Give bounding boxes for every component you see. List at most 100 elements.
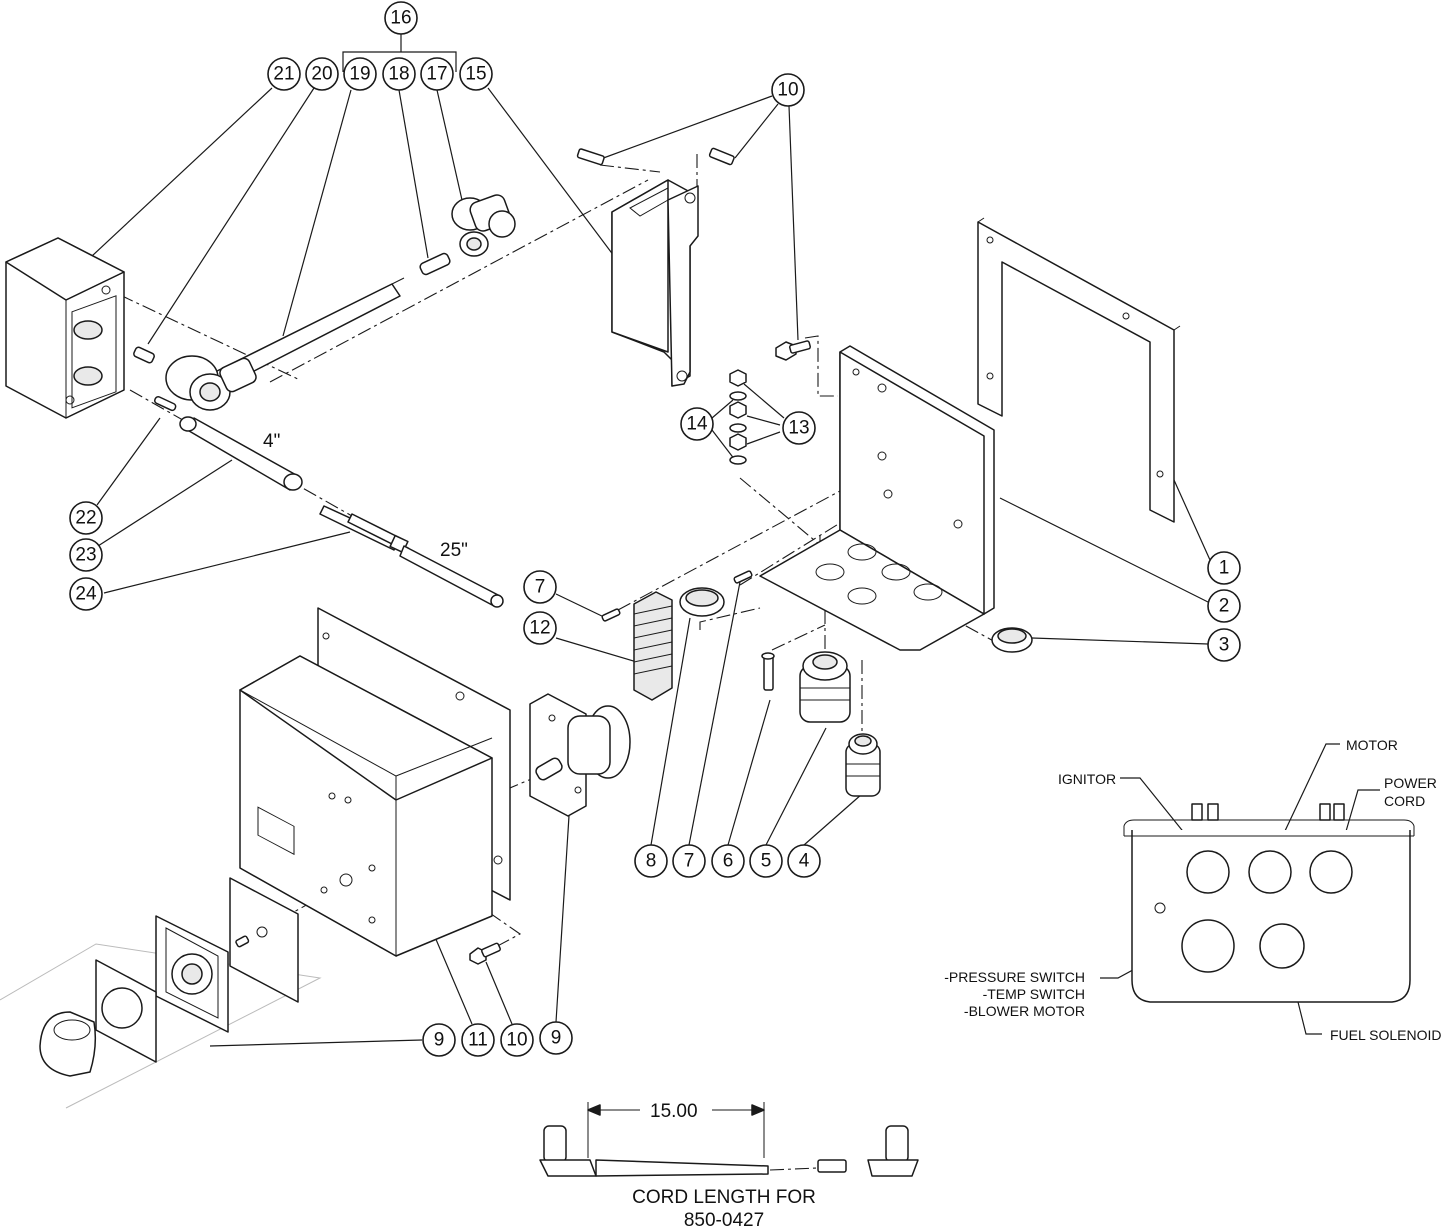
svg-text:13: 13	[788, 418, 809, 439]
svg-text:4: 4	[799, 851, 810, 872]
part-6-screw	[761, 652, 775, 691]
part-12-terminal-strip	[633, 591, 673, 701]
hole-layout-panel	[1123, 803, 1415, 1003]
part-7-screws	[601, 570, 753, 622]
callout-16: 16	[384, 1, 418, 35]
svg-text:24: 24	[75, 584, 97, 605]
svg-text:14: 14	[686, 414, 708, 435]
callout-13: 13	[782, 411, 816, 445]
svg-text:18: 18	[388, 64, 409, 85]
callout-22: 22	[69, 501, 103, 535]
cord-assembly	[539, 1102, 919, 1177]
callout-15: 15	[459, 57, 493, 91]
part-24-rod	[319, 505, 504, 608]
svg-text:11: 11	[468, 1030, 488, 1051]
svg-text:8: 8	[646, 851, 657, 872]
blower-motor-label: -BLOWER MOTOR	[964, 1003, 1085, 1019]
svg-text:7: 7	[684, 851, 695, 872]
part-17-elbow	[451, 194, 516, 257]
callout-19: 19	[343, 57, 377, 91]
callout-14: 14	[680, 407, 714, 441]
svg-text:15: 15	[465, 64, 486, 85]
callout-4: 4	[787, 844, 821, 878]
callout-12: 12	[523, 611, 557, 645]
svg-text:12: 12	[529, 618, 550, 639]
caption-line2: 850-0427	[684, 1210, 764, 1231]
part-22-pin	[153, 395, 177, 412]
callout-20: 20	[305, 57, 339, 91]
part-8-bushing	[679, 587, 725, 617]
svg-text:7: 7	[535, 577, 546, 598]
switch-hole	[1181, 919, 1235, 973]
ignitor-hole	[1186, 850, 1230, 894]
svg-text:6: 6	[723, 851, 734, 872]
callout-9-left: 9	[422, 1023, 456, 1057]
part-13-14-nuts-washers	[729, 369, 747, 465]
ignitor-label: IGNITOR	[1058, 771, 1116, 787]
callout-9-right: 9	[539, 1021, 573, 1055]
callout-7-left: 7	[523, 570, 557, 604]
svg-text:22: 22	[75, 508, 96, 529]
caption-line1: CORD LENGTH FOR	[632, 1187, 816, 1208]
callout-8: 8	[634, 844, 668, 878]
callout-6: 6	[711, 844, 745, 878]
callout-10-top: 10	[771, 73, 805, 107]
power-cord-label-line1: POWER	[1384, 775, 1437, 791]
svg-text:17: 17	[426, 64, 447, 85]
rod-length-label: 25"	[440, 540, 468, 561]
svg-text:3: 3	[1219, 635, 1230, 656]
part-10-bolts	[576, 147, 811, 361]
svg-text:9: 9	[434, 1030, 445, 1051]
power-cord-hole	[1309, 850, 1353, 894]
svg-text:20: 20	[311, 64, 332, 85]
temp-switch-label: -TEMP SWITCH	[983, 986, 1085, 1002]
callout-21: 21	[267, 57, 301, 91]
part-21-junction-box	[5, 237, 125, 419]
knob-plate-assembly	[0, 877, 322, 1109]
part-2-mounting-plate	[759, 345, 995, 651]
part-1-gasket	[977, 217, 1181, 523]
svg-text:10: 10	[777, 80, 798, 101]
fuel-solenoid-label: FUEL SOLENOID	[1330, 1027, 1442, 1043]
part-4-cord-grip	[845, 733, 881, 797]
power-cord-label-line2: CORD	[1384, 793, 1425, 809]
part-10-bottom-bolt	[469, 942, 501, 965]
motor-label: MOTOR	[1346, 737, 1398, 753]
svg-text:2: 2	[1219, 596, 1230, 617]
callout-24: 24	[69, 577, 103, 611]
callout-10-bottom: 10	[500, 1023, 534, 1057]
callout-11: 11	[461, 1023, 495, 1057]
callout-18: 18	[382, 57, 416, 91]
cord-length-dimension: 15.00	[650, 1101, 698, 1122]
part-23-tube	[179, 416, 303, 491]
callout-23: 23	[69, 538, 103, 572]
motor-hole	[1248, 850, 1292, 894]
part-19-elbow-rod	[165, 277, 405, 411]
callout-17: 17	[420, 57, 454, 91]
callout-5: 5	[749, 844, 783, 878]
svg-text:10: 10	[506, 1030, 527, 1051]
svg-text:19: 19	[349, 64, 370, 85]
svg-text:16: 16	[390, 8, 411, 29]
svg-text:1: 1	[1219, 558, 1230, 579]
part-11-enclosure	[239, 607, 511, 957]
part-9-switch	[529, 693, 631, 817]
callout-1: 1	[1207, 551, 1241, 585]
callout-2: 2	[1207, 589, 1241, 623]
part-5-cord-grip	[799, 651, 851, 723]
part-15-bracket	[611, 179, 699, 387]
callout-7-bottom: 7	[672, 844, 706, 878]
svg-text:21: 21	[273, 64, 294, 85]
part-18-nipple	[419, 252, 451, 276]
svg-text:5: 5	[761, 851, 772, 872]
svg-text:23: 23	[75, 545, 96, 566]
part-3-grommet	[991, 627, 1033, 653]
pressure-switch-label: -PRESSURE SWITCH	[944, 969, 1085, 985]
svg-text:9: 9	[551, 1028, 562, 1049]
fuel-solenoid-hole	[1259, 923, 1305, 969]
part-20-fitting	[133, 346, 155, 364]
tube-length-label: 4"	[263, 431, 280, 452]
callout-3: 3	[1207, 628, 1241, 662]
